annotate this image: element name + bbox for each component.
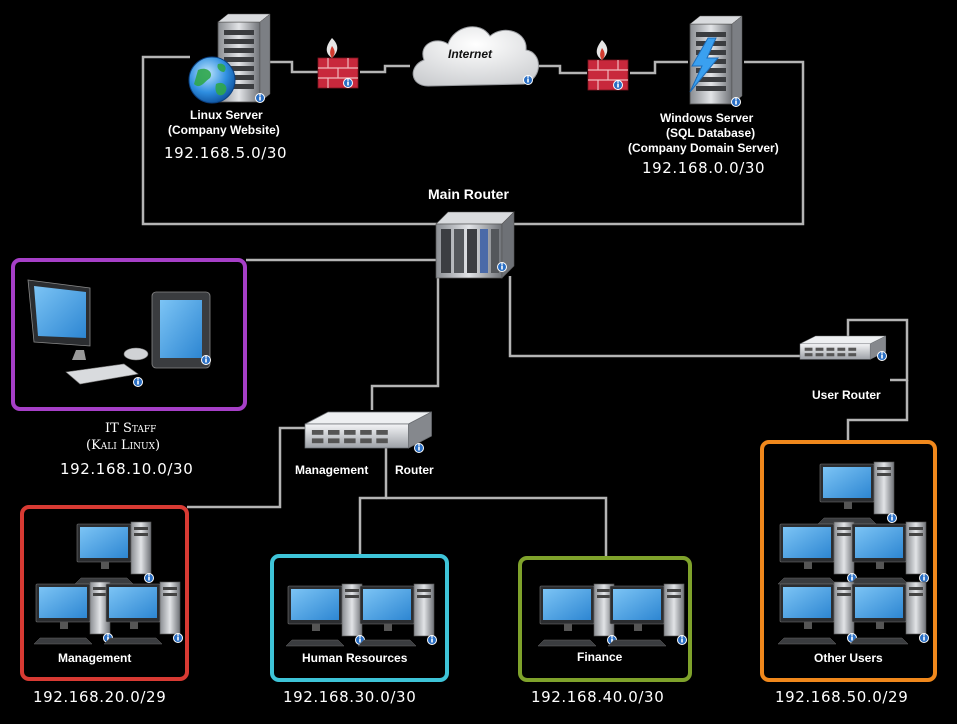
other-users-ip: 192.168.50.0/29 xyxy=(775,688,909,706)
firewall-right-icon[interactable] xyxy=(587,39,629,91)
link-mgmtrouter-branches xyxy=(358,445,388,556)
main-router-icon[interactable] xyxy=(435,211,515,279)
lightning-icon xyxy=(689,37,720,93)
main-router-label: Main Router xyxy=(428,186,509,202)
link-mgmtrouter-finance xyxy=(386,496,608,558)
windows-server-ip: 192.168.0.0/30 xyxy=(642,159,766,177)
link-userrouter-otherusers xyxy=(846,380,909,442)
link-internet-firewall-right xyxy=(536,64,587,75)
tablet-icon[interactable] xyxy=(151,291,211,369)
linux-server-name: Linux Server xyxy=(190,108,263,122)
other-users-label: Other Users xyxy=(814,651,883,665)
link-windows-mainrouter xyxy=(510,60,805,226)
link-mainrouter-mgmtrouter xyxy=(370,276,440,410)
management-group-ip: 192.168.20.0/29 xyxy=(33,688,167,706)
windows-server-role1: (SQL Database) xyxy=(666,126,756,140)
link-userrouter-up xyxy=(846,318,909,382)
imac-icon[interactable] xyxy=(27,279,149,387)
management-router-label-left: Management xyxy=(295,463,369,477)
internet-cloud xyxy=(412,26,539,87)
user-router-label: User Router xyxy=(812,388,881,402)
management-group-label: Management xyxy=(58,651,132,665)
user-router-icon[interactable] xyxy=(799,335,887,361)
finance-group-ip: 192.168.40.0/30 xyxy=(531,688,665,706)
firewall-left-icon[interactable] xyxy=(317,37,359,89)
internet-label: Internet xyxy=(448,47,493,61)
network-links xyxy=(141,55,909,558)
management-router-label-right: Router xyxy=(395,463,434,477)
link-firewall-windows xyxy=(630,60,688,75)
linux-server-ip: 192.168.5.0/30 xyxy=(164,144,288,162)
link-linux-mainrouter xyxy=(141,55,440,226)
link-mgmtrouter-management xyxy=(187,426,310,509)
it-staff-ip: 192.168.10.0/30 xyxy=(60,460,194,478)
globe-icon xyxy=(188,56,236,104)
hr-group-label: Human Resources xyxy=(302,651,408,665)
link-mainrouter-userrouter xyxy=(508,276,806,358)
it-staff-title: IT Staff xyxy=(105,421,157,436)
it-staff-subtitle: (Kali Linux) xyxy=(86,438,161,453)
link-linux-firewall-left xyxy=(268,60,318,74)
management-router-icon[interactable] xyxy=(304,411,433,453)
windows-server-role2: (Company Domain Server) xyxy=(628,141,779,155)
windows-server-name: Windows Server xyxy=(660,111,754,125)
finance-group-label: Finance xyxy=(577,650,623,664)
linux-server-role: (Company Website) xyxy=(168,123,280,137)
link-firewall-internet-left xyxy=(360,64,410,74)
hr-group-ip: 192.168.30.0/30 xyxy=(283,688,417,706)
